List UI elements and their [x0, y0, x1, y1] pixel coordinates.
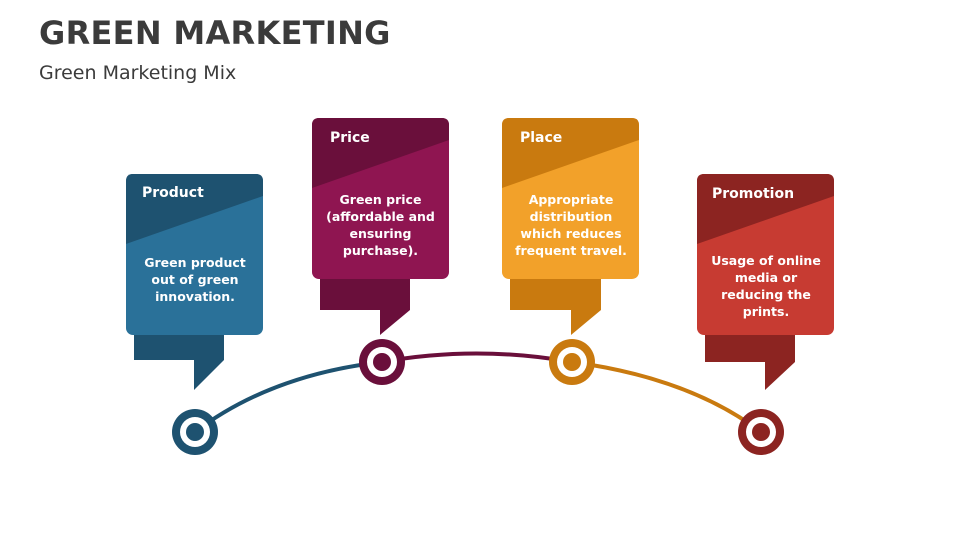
card-promotion [697, 174, 834, 390]
arc-segment-price-place [381, 351, 573, 364]
card-product-text: Green product out of green innovation. [144, 255, 246, 304]
page-title: GREEN MARKETING [39, 14, 391, 52]
card-place-label: Place [520, 130, 563, 146]
card-price-text: Green price (affordable and ensuring pur… [326, 192, 435, 258]
node-place [549, 339, 595, 385]
card-price-label: Price [330, 130, 370, 146]
node-price [359, 339, 405, 385]
card-promotion-label: Promotion [712, 186, 795, 202]
node-product [172, 409, 218, 455]
card-product [126, 174, 263, 390]
arc-segment-product [193, 360, 383, 434]
card-place [502, 118, 639, 335]
card-promotion-text: Usage of online media or reducing the pr… [711, 253, 821, 319]
page-subtitle: Green Marketing Mix [39, 62, 237, 84]
card-product-label: Product [142, 185, 204, 201]
card-place-text: Appropriate distribution which reduces f… [515, 192, 627, 258]
node-promotion [738, 409, 784, 455]
arc-segment-promotion [571, 360, 763, 434]
card-price [312, 118, 449, 335]
